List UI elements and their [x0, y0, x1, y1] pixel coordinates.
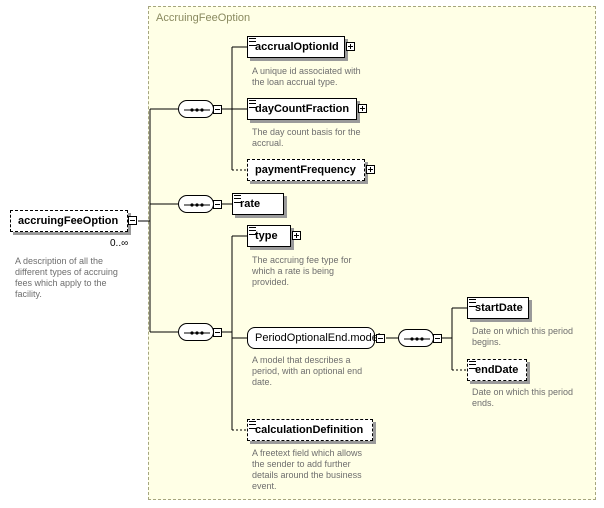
sequence-compositor-2	[178, 195, 214, 213]
collapse-icon[interactable]	[128, 216, 137, 225]
element-lines-icon	[249, 100, 256, 108]
root-element-label: accruingFeeOption	[18, 215, 119, 227]
expand-icon[interactable]	[346, 42, 355, 51]
element-label: accrualOptionId	[255, 41, 339, 53]
group-label: PeriodOptionalEnd.model	[255, 332, 381, 344]
element-dayCountFraction[interactable]: dayCountFraction	[247, 98, 357, 120]
expand-icon[interactable]	[292, 231, 301, 240]
element-lines-icon	[249, 38, 256, 46]
element-lines-icon	[469, 361, 476, 369]
type-title: AccruingFeeOption	[156, 12, 251, 24]
element-lines-icon	[249, 421, 256, 429]
element-label: dayCountFraction	[255, 103, 350, 115]
element-paymentFrequency[interactable]: paymentFrequency	[247, 159, 365, 181]
expand-icon[interactable]	[366, 165, 375, 174]
sequence-compositor-4	[398, 329, 434, 347]
element-startDate[interactable]: startDate	[467, 297, 529, 319]
element-endDate[interactable]: endDate	[467, 359, 527, 381]
collapse-icon[interactable]	[213, 105, 222, 114]
expand-icon[interactable]	[358, 104, 367, 113]
collapse-icon[interactable]	[376, 334, 385, 343]
root-element[interactable]: accruingFeeOption	[10, 210, 128, 232]
element-type[interactable]: type	[247, 225, 291, 247]
type-container	[148, 6, 596, 500]
collapse-icon[interactable]	[433, 334, 442, 343]
element-rate[interactable]: rate	[232, 193, 284, 215]
element-label: rate	[240, 198, 261, 210]
collapse-icon[interactable]	[213, 328, 222, 337]
element-label: calculationDefinition	[255, 424, 364, 436]
sequence-compositor-1	[178, 100, 214, 118]
root-occurrence: 0..∞	[110, 238, 129, 249]
element-lines-icon	[469, 299, 476, 307]
collapse-icon[interactable]	[213, 200, 222, 209]
element-lines-icon	[234, 195, 241, 203]
element-label: startDate	[475, 302, 523, 314]
element-accrualOptionId[interactable]: accrualOptionId	[247, 36, 345, 58]
sequence-compositor-3	[178, 323, 214, 341]
element-lines-icon	[249, 227, 256, 235]
group-PeriodOptionalEnd[interactable]: PeriodOptionalEnd.model	[247, 327, 380, 349]
element-label: paymentFrequency	[255, 164, 356, 176]
element-label: type	[255, 230, 278, 242]
element-calculationDefinition[interactable]: calculationDefinition	[247, 419, 373, 441]
element-label: endDate	[475, 364, 519, 376]
